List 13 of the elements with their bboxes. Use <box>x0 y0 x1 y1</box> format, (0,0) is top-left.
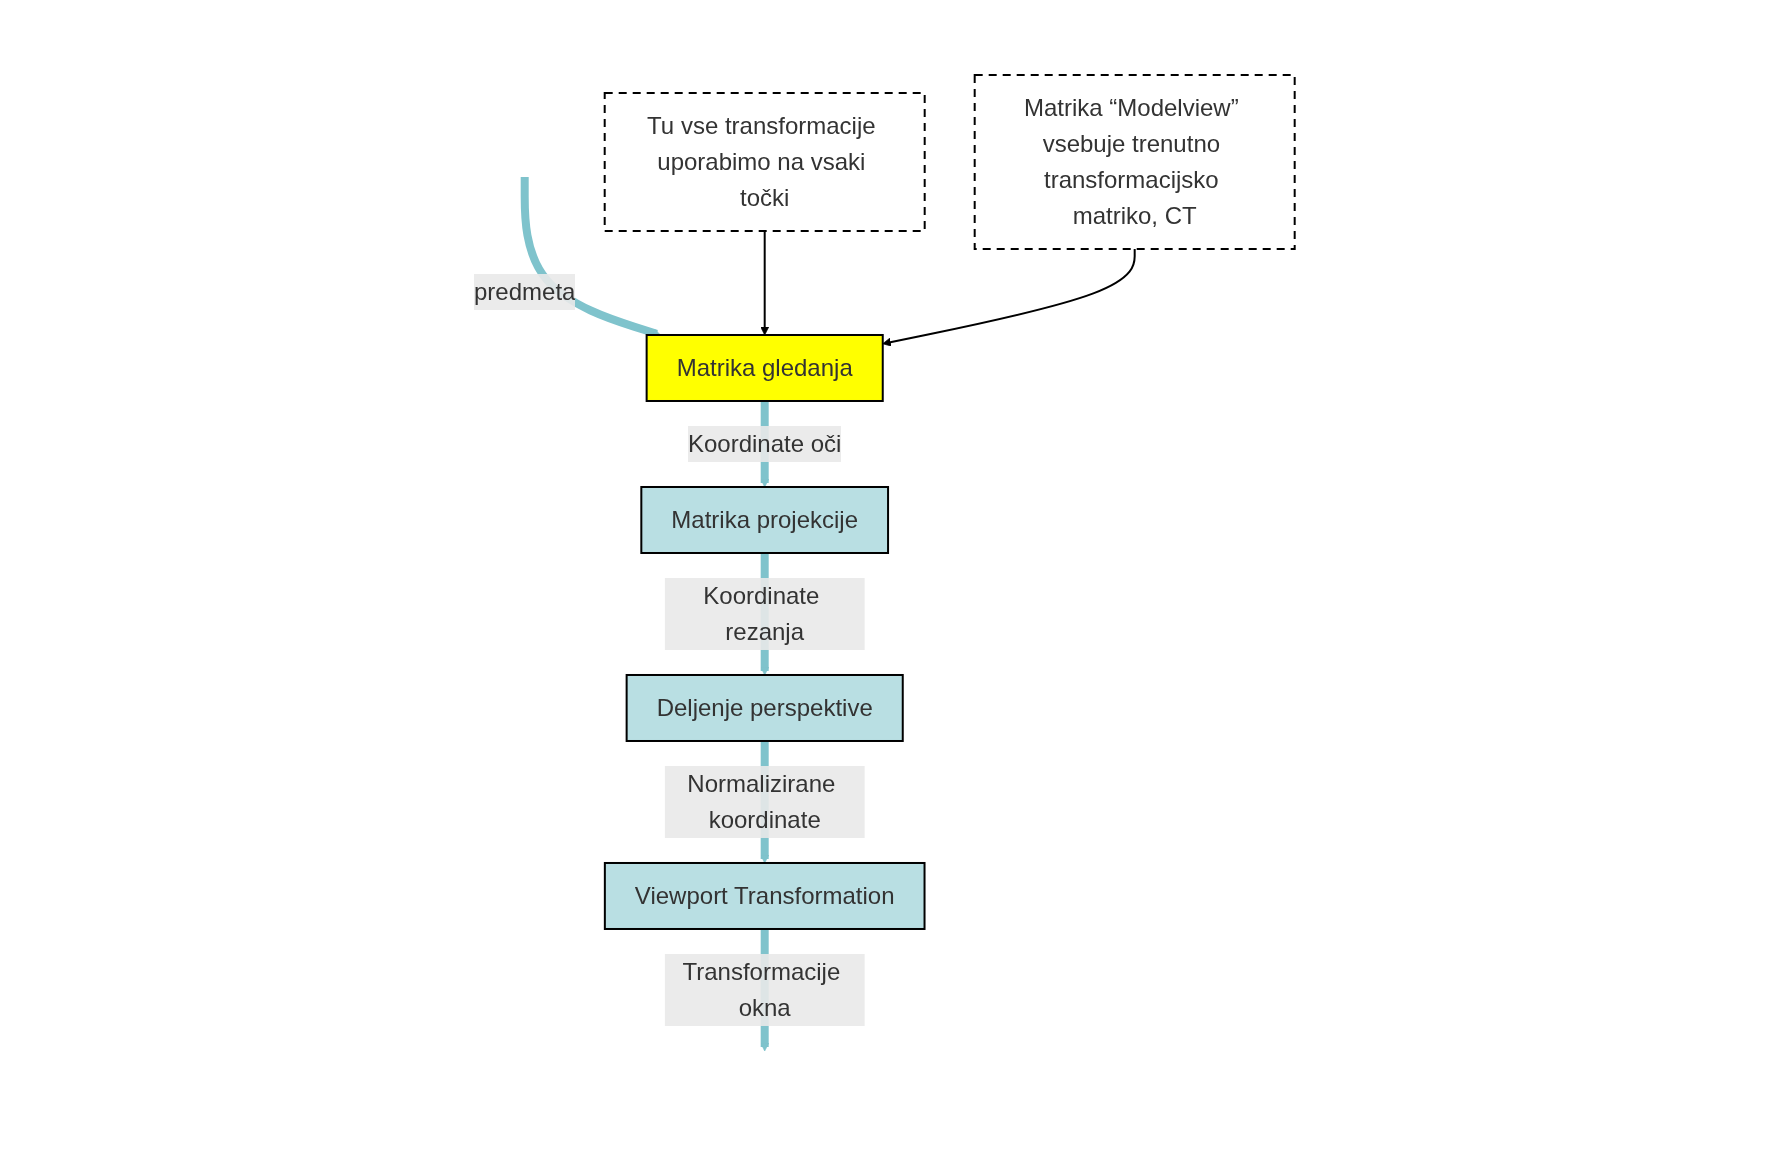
node-box: Tu vse transformacije uporabimo na vsaki točki <box>603 92 926 232</box>
edge-label: Normalizirane koordinate <box>686 769 836 833</box>
arrow <box>882 248 1136 347</box>
arrow <box>759 230 769 336</box>
edge-label: Transformacije okna <box>682 957 840 1021</box>
edge-label: Koordinate oči <box>687 429 842 457</box>
edge-label: predmeta <box>473 278 576 305</box>
node-box: Deljenje perspektive <box>625 674 904 742</box>
node-box: Matrika gledanja <box>645 334 884 402</box>
node-box: Viewport Transformation <box>603 862 926 930</box>
edge-label: Koordinate rezanja <box>702 581 820 645</box>
node-box: Matrika projekcije <box>640 486 889 554</box>
node-box: Matrika “Modelview” vsebuje trenutno transformacijsko matriko, CT <box>973 74 1296 250</box>
